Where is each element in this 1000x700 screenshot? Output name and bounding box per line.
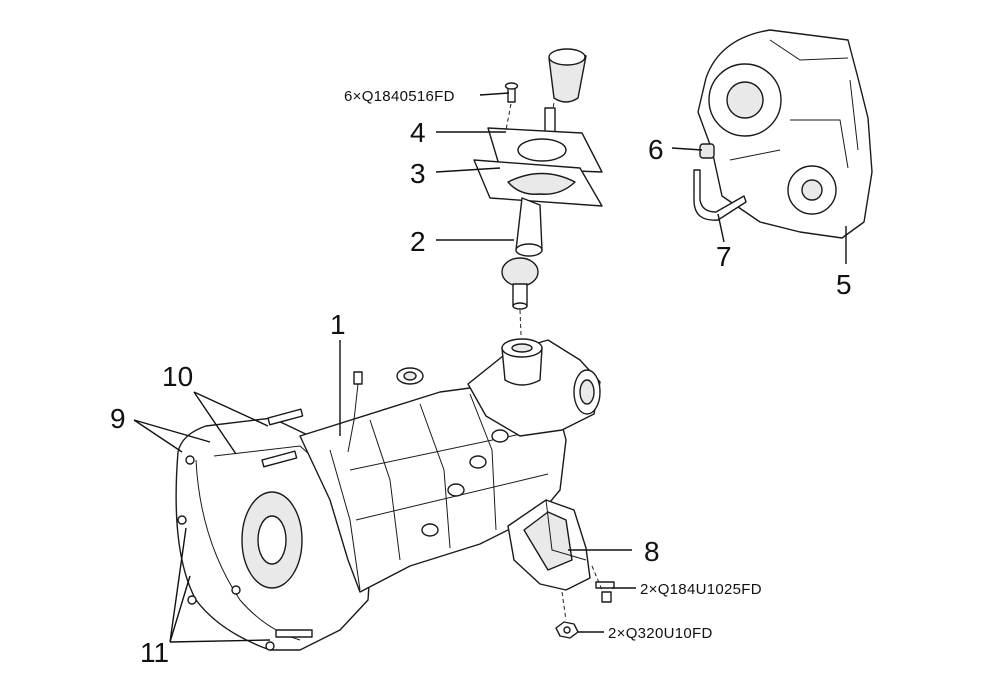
fastener-code-boot-bolt: 6×Q1840516FD: [344, 88, 455, 105]
mount-nut-axis-line: [561, 591, 567, 621]
breather-cap: [699, 143, 715, 159]
bolt-axis-line: [505, 103, 512, 131]
shift-boot: [515, 197, 543, 257]
leader-9a: [133, 419, 211, 443]
leader-11a: [169, 527, 187, 643]
callout-10: 10: [162, 361, 193, 392]
leader-7: [717, 213, 725, 243]
transfer-case: [697, 29, 873, 239]
callout-4: 4: [410, 117, 426, 148]
mount-bolt: [595, 581, 615, 603]
mount-bolt-axis-line: [591, 565, 603, 591]
callout-11: 11: [140, 637, 169, 668]
fastener-code-mount-nut: 2×Q320U10FD: [608, 625, 713, 642]
transmission-mount-bracket: [507, 499, 591, 591]
leader-11c: [169, 639, 271, 643]
leader-3: [435, 167, 501, 173]
bolt-small: [504, 82, 519, 103]
leader-10a: [193, 391, 269, 427]
shift-tower: [501, 338, 543, 386]
leader-6-tc: [671, 147, 703, 151]
leader-10b: [193, 391, 237, 455]
lever-axis-line: [519, 309, 522, 336]
callout-5: 5: [836, 269, 852, 300]
callout-3: 3: [410, 158, 426, 189]
leader-9b: [133, 419, 183, 453]
callout-9: 9: [110, 403, 126, 434]
callout-8: 8: [644, 536, 660, 567]
bellhousing-bolts: [261, 408, 313, 638]
breather-hose: [693, 169, 747, 221]
callout-7: 7: [716, 241, 732, 272]
extension-housing: [467, 339, 601, 437]
callout-6-breather: 6: [648, 134, 664, 165]
vehicle-speed-sensor: [396, 367, 424, 385]
wiring-harness: [347, 371, 363, 453]
shift-knob: [548, 48, 587, 103]
shift-ball-joint: [501, 257, 539, 310]
boot-retainer-plate: [487, 127, 603, 173]
leader-boot-bolt: [479, 92, 510, 96]
mount-nut: [555, 621, 579, 639]
callout-2: 2: [410, 226, 426, 257]
boot-seal-plate: [473, 159, 603, 207]
leader-11b: [169, 575, 191, 643]
callout-1: 1: [330, 309, 346, 340]
leader-lines: [133, 92, 847, 643]
fastener-code-mount-bolt: 2×Q184U1025FD: [640, 581, 762, 598]
